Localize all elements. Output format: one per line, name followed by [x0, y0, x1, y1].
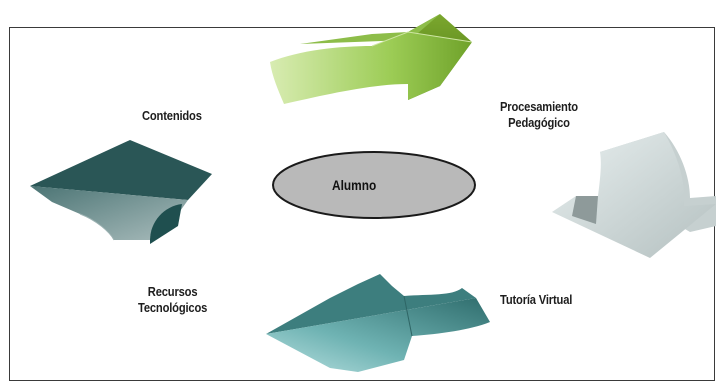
left-arrow-inner: [150, 204, 182, 244]
left-arrow-top-face: [30, 140, 212, 200]
right-arrow: [552, 132, 716, 258]
label-procesamiento-line1: Procesamiento: [500, 99, 578, 114]
label-procesamiento-line2: Pedagógico: [508, 115, 570, 131]
label-recursos: Recursos Tecnológicos: [138, 284, 207, 317]
label-contenidos-text: Contenidos: [142, 108, 202, 123]
left-arrow-front: [30, 186, 188, 240]
center-label: Alumno: [332, 178, 377, 193]
left-arrow: [30, 140, 212, 244]
top-arrow: [270, 14, 473, 104]
label-contenidos: Contenidos: [142, 108, 202, 124]
right-arrow-front: [552, 132, 716, 258]
center-ellipse: [272, 151, 476, 219]
label-recursos-line1: Recursos: [147, 284, 198, 299]
top-arrow-front: [270, 32, 472, 104]
label-procesamiento: Procesamiento Pedagógico: [500, 99, 578, 132]
label-recursos-line2: Tecnológicos: [138, 300, 208, 316]
right-arrow-notch: [572, 196, 598, 224]
bottom-arrow-front: [266, 298, 490, 372]
bottom-arrow: [266, 274, 490, 372]
label-tutoria: Tutoría Virtual: [500, 292, 572, 308]
bottom-arrow-top-face: [266, 274, 476, 334]
label-tutoria-text: Tutoría Virtual: [500, 292, 573, 307]
